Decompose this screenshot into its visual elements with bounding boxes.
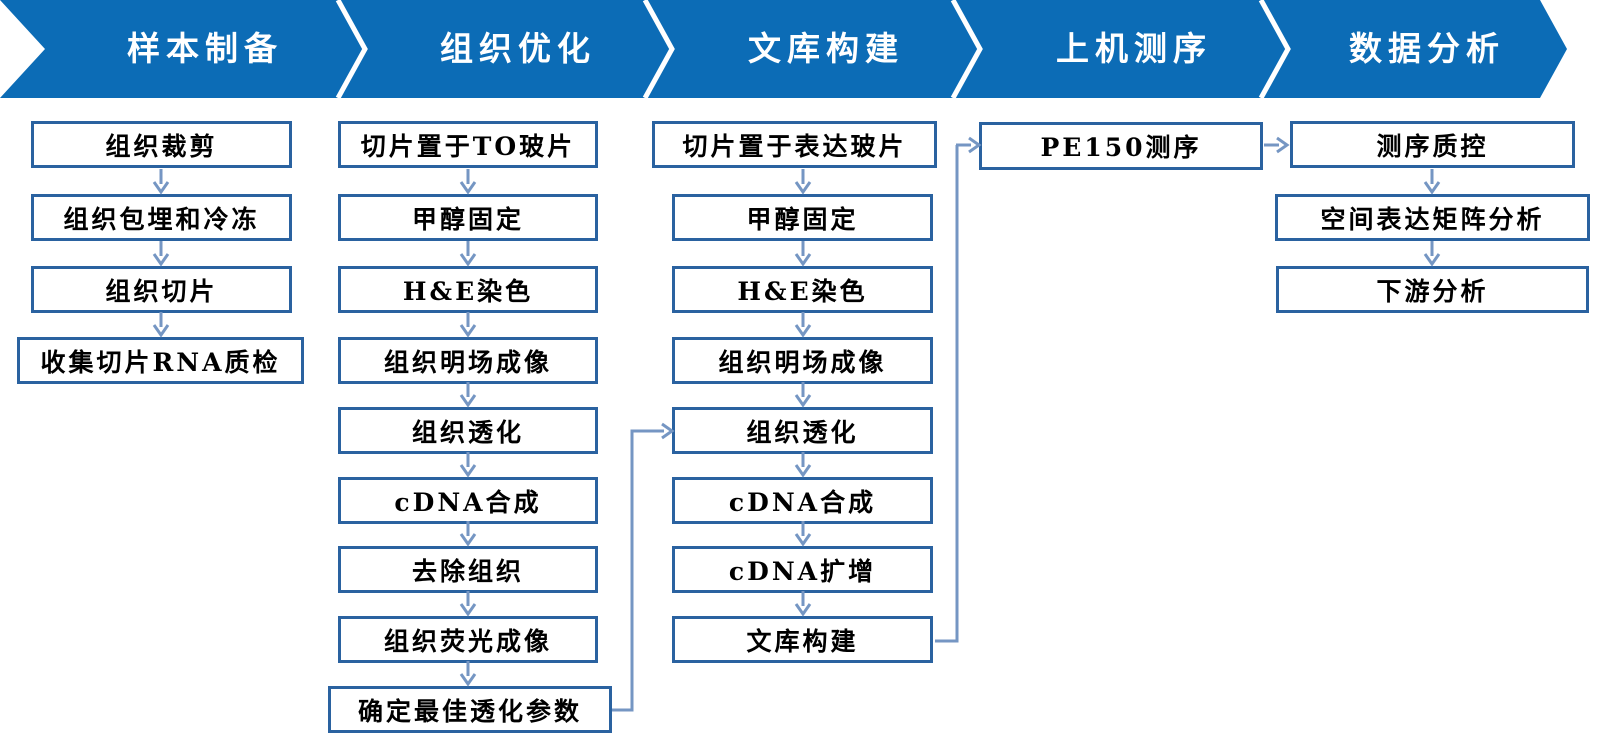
chevron-separator-icon — [335, 0, 368, 98]
step-box-tissue-opt-4: 组织明场成像 — [338, 337, 598, 384]
down-arrow-icon — [459, 519, 477, 546]
connector-line-optimal-params-to-permeabilization — [612, 429, 649, 712]
step-box-tissue-opt-3: H&E染色 — [338, 266, 598, 313]
step-box-library-7: cDNA扩增 — [672, 546, 933, 593]
down-arrow-icon — [152, 239, 170, 266]
chevron-separator-icon — [642, 0, 675, 98]
down-arrow-icon — [152, 310, 170, 337]
step-box-tissue-opt-1: 切片置于TO玻片 — [338, 121, 598, 168]
step-box-library-3: H&E染色 — [672, 266, 933, 313]
right-arrow-icon — [954, 136, 981, 154]
step-box-library-4: 组织明场成像 — [672, 337, 933, 384]
step-box-tissue-opt-7: 去除组织 — [338, 546, 598, 593]
step-box-tissue-opt-9: 确定最佳透化参数 — [328, 686, 612, 733]
down-arrow-icon — [459, 310, 477, 337]
down-arrow-icon — [794, 589, 812, 616]
banner-band — [0, 0, 1567, 98]
step-box-tissue-opt-6: cDNA合成 — [338, 477, 598, 524]
step-box-sample-prep-1: 组织裁剪 — [31, 121, 292, 168]
step-box-library-5: 组织透化 — [672, 407, 933, 454]
phase-label-library-construction: 文库构建 — [748, 29, 904, 68]
down-arrow-icon — [459, 659, 477, 686]
step-box-analysis-2: 空间表达矩阵分析 — [1275, 194, 1590, 241]
down-arrow-icon — [459, 239, 477, 266]
step-box-library-6: cDNA合成 — [672, 477, 933, 524]
down-arrow-icon — [459, 380, 477, 407]
down-arrow-icon — [794, 239, 812, 266]
step-box-tissue-opt-2: 甲醇固定 — [338, 194, 598, 241]
step-box-analysis-1: 测序质控 — [1290, 121, 1575, 168]
down-arrow-icon — [794, 380, 812, 407]
step-box-sequencing-1: PE150测序 — [979, 122, 1263, 170]
down-arrow-icon — [794, 450, 812, 477]
right-arrow-icon — [647, 422, 674, 440]
step-box-library-2: 甲醇固定 — [672, 194, 933, 241]
step-box-tissue-opt-8: 组织荧光成像 — [338, 616, 598, 663]
down-arrow-icon — [459, 167, 477, 194]
down-arrow-icon — [1423, 167, 1441, 194]
phase-label-tissue-optimization: 组织优化 — [440, 29, 596, 68]
step-box-tissue-opt-5: 组织透化 — [338, 407, 598, 454]
connector-line-library-to-sequencing — [935, 145, 959, 643]
down-arrow-icon — [459, 589, 477, 616]
phase-label-sample-preparation: 样本制备 — [127, 29, 283, 68]
down-arrow-icon — [1423, 239, 1441, 266]
right-arrow-icon — [1262, 136, 1289, 154]
step-box-library-1: 切片置于表达玻片 — [652, 121, 937, 168]
step-box-sample-prep-2: 组织包埋和冷冻 — [31, 194, 292, 241]
chevron-separator-icon — [950, 0, 983, 98]
step-box-analysis-3: 下游分析 — [1276, 266, 1589, 313]
down-arrow-icon — [794, 167, 812, 194]
down-arrow-icon — [152, 167, 170, 194]
down-arrow-icon — [794, 310, 812, 337]
phase-label-sequencing: 上机测序 — [1056, 29, 1212, 68]
step-box-sample-prep-3: 组织切片 — [31, 266, 292, 313]
chevron-separator-icon — [1258, 0, 1291, 98]
banner-chevron-shape — [0, 0, 1567, 98]
down-arrow-icon — [794, 519, 812, 546]
workflow-banner: 样本制备 组织优化 文库构建 上机测序 数据分析 — [0, 0, 1603, 98]
down-arrow-icon — [459, 450, 477, 477]
step-box-library-8: 文库构建 — [672, 616, 933, 663]
step-box-sample-prep-4: 收集切片RNA质检 — [17, 337, 304, 384]
phase-label-data-analysis: 数据分析 — [1349, 29, 1505, 68]
